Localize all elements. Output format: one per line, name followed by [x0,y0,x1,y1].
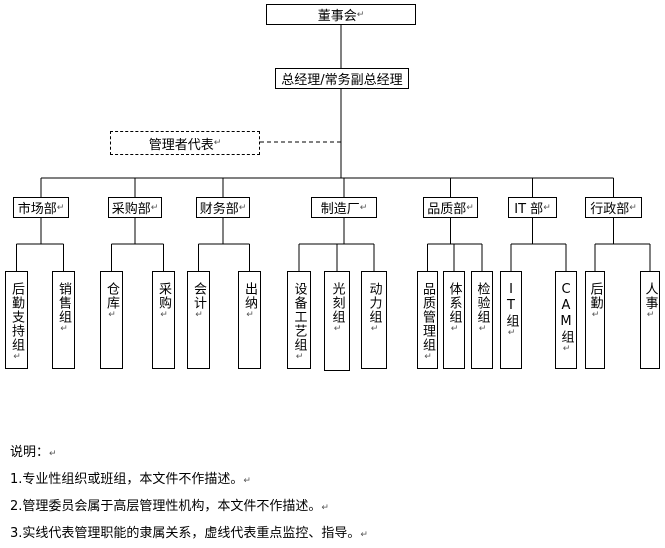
para-mark: ↵ [59,324,69,335]
para-mark: ↵ [423,352,433,363]
para-mark: ↵ [194,310,204,321]
para-mark: ↵ [243,476,251,486]
dept-box: 市场部↵ [13,197,69,218]
para-mark: ↵ [150,202,159,213]
para-mark: ↵ [238,202,247,213]
para-mark: ↵ [332,324,343,335]
dept-box: 制造厂↵ [311,197,377,218]
group-label: 动力组 [366,282,382,324]
group-box: 仓库↵ [100,271,123,369]
para-mark: ↵ [213,138,222,148]
para-mark: ↵ [294,352,305,363]
group-box: 后勤↵ [585,271,605,369]
para-mark: ↵ [561,344,572,355]
dept-label: 市场部 [17,202,57,217]
group-box: 销售组↵ [52,271,75,369]
management-rep-box: 管理者代表↵ [110,131,260,155]
para-mark: ↵ [645,310,656,321]
para-mark: ↵ [359,202,368,213]
para-mark: ↵ [543,202,551,213]
group-label: 出纳 [242,282,257,310]
para-mark: ↵ [245,310,255,321]
group-label: 品质管理组 [420,282,435,352]
group-label: CAM组 [558,282,574,344]
group-box: 体系组↵ [443,271,465,369]
group-label: 人事 [642,282,658,310]
board-label: 董事会 [317,9,357,24]
para-mark: ↵ [369,324,380,335]
group-label: 设备工艺组 [291,282,307,352]
para-mark: ↵ [506,328,517,339]
group-box: 动力组↵ [361,271,387,369]
board-box: 董事会↵ [266,4,416,25]
group-box: 人事↵ [640,271,660,369]
group-label: 采购 [156,282,171,310]
para-mark: ↵ [449,324,460,335]
para-mark: ↵ [590,310,601,321]
group-box: 检验组↵ [471,271,493,369]
group-label: 检验组 [474,282,490,324]
para-mark: ↵ [629,202,637,213]
para-mark: ↵ [360,530,368,540]
dept-label: 采购部 [111,202,151,217]
group-label: 销售组 [56,282,71,324]
group-box: 会计↵ [187,271,210,369]
para-mark: ↵ [159,310,169,321]
dept-label: 制造厂 [320,202,360,217]
dept-box: 行政部↵ [585,197,642,218]
para-mark: ↵ [321,503,329,513]
note-3: 3.实线代表管理职能的隶属关系，虚线代表重点监控、指导。 [10,526,361,541]
group-box: 设备工艺组↵ [287,271,311,369]
dept-label: 品质部 [427,202,467,217]
dept-label: 财务部 [199,202,239,217]
gm-label: 总经理/常务副总经理 [281,73,403,88]
group-box: 采购↵ [152,271,175,369]
group-box: 品质管理组↵ [417,271,438,369]
dept-label: IT 部 [514,202,544,217]
para-mark: ↵ [466,202,474,213]
group-box: CAM组↵ [555,271,577,369]
gm-box: 总经理/常务副总经理 [275,68,409,89]
dept-label: 行政部 [590,202,630,217]
para-mark: ↵ [356,9,365,20]
dept-box: 财务部↵ [196,197,250,218]
note-1: 1.专业性组织或班组，本文件不作描述。 [10,472,244,487]
group-box: 出纳↵ [238,271,261,369]
group-box: 后勤支持组↵ [5,271,28,369]
para-mark: ↵ [56,202,65,213]
group-box: IT组↵ [500,271,522,369]
note-2: 2.管理委员会属于高层管理性机构，本文件不作描述。 [10,499,322,514]
group-label: IT组 [503,282,519,328]
group-label: 后勤 [587,282,603,310]
group-label: 体系组 [446,282,462,324]
dept-box: 品质部↵ [423,197,478,218]
dept-box: IT 部↵ [508,197,557,218]
dept-box: 采购部↵ [108,197,162,218]
para-mark: ↵ [12,352,22,363]
group-label: 仓库 [104,282,119,310]
para-mark: ↵ [49,449,57,459]
group-box: 光刻组↵ [324,271,350,371]
group-label: 后勤支持组 [9,282,24,352]
notes-title: 说明： [10,445,50,460]
para-mark: ↵ [477,324,488,335]
para-mark: ↵ [107,310,117,321]
group-label: 光刻组 [329,282,345,324]
notes: 说明：↵ 1.专业性组织或班组，本文件不作描述。↵ 2.管理委员会属于高层管理性… [10,440,368,548]
rep-label: 管理者代表 [148,137,214,153]
group-label: 会计 [191,282,206,310]
